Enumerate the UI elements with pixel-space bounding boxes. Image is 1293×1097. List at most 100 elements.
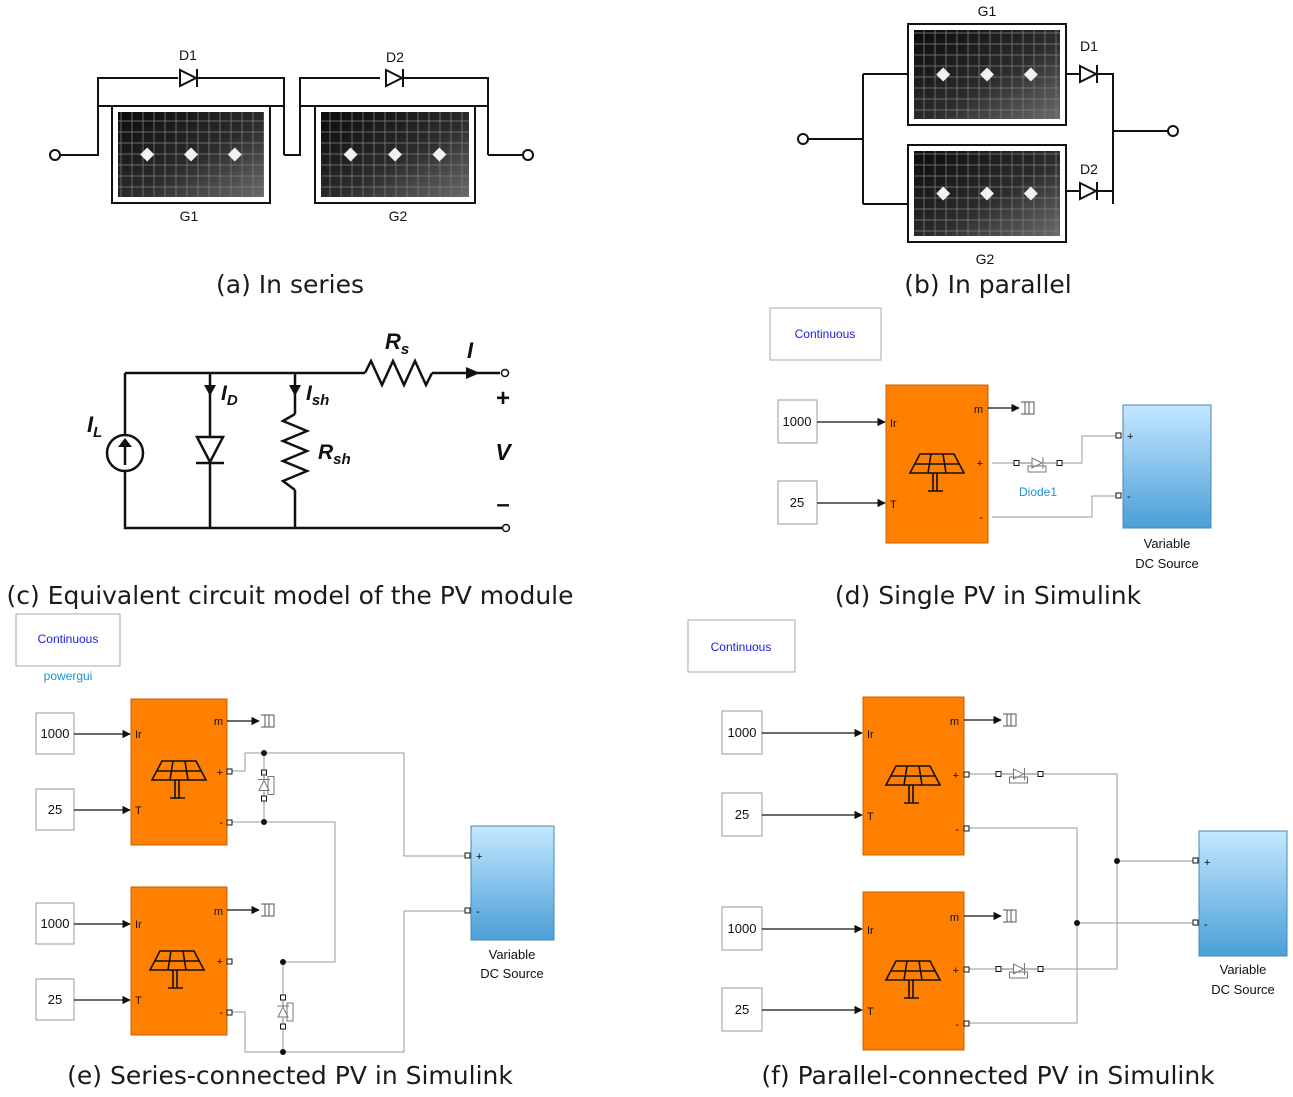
diode-icon <box>385 68 405 88</box>
diode-label: Diode1 <box>1019 485 1057 499</box>
port-t: T <box>867 1006 874 1018</box>
powergui-label: Continuous <box>795 327 856 341</box>
constant-block-temperature[interactable] <box>35 978 75 1021</box>
solar-panel-icon <box>884 960 942 999</box>
caption-a: (a) In series <box>216 270 364 299</box>
source-label-1: Variable <box>489 947 536 962</box>
constant-value-irradiance: 1000 <box>783 414 812 429</box>
solar-panel-icon <box>150 760 208 799</box>
caption-d: (d) Single PV in Simulink <box>835 581 1142 610</box>
diode-icon <box>1013 457 1063 473</box>
variable-dc-source-block[interactable] <box>470 825 555 941</box>
source-label-2: DC Source <box>1135 556 1199 571</box>
variable-dc-source-block[interactable] <box>1122 404 1212 529</box>
terminator-icon <box>1003 909 1017 923</box>
source-label-2: DC Source <box>1211 982 1275 997</box>
constant-block-irradiance[interactable] <box>35 712 75 755</box>
label-rs: Rs <box>385 329 409 358</box>
port-plus: + <box>953 965 959 977</box>
diode-icon <box>1079 64 1099 84</box>
port-plus: + <box>217 767 223 779</box>
terminator-icon <box>1003 713 1017 727</box>
terminal-left <box>49 149 61 161</box>
port-t: T <box>890 499 897 511</box>
source-port-plus: + <box>476 851 482 863</box>
source-port-minus: - <box>1204 919 1208 931</box>
diode-icon <box>1079 181 1099 201</box>
terminal-left <box>797 133 809 145</box>
label-i: I <box>467 338 474 363</box>
label-d1: D1 <box>1080 38 1098 54</box>
constant-block-temperature[interactable] <box>721 792 763 837</box>
label-v: V <box>495 439 512 465</box>
source-port-plus: + <box>1127 431 1133 443</box>
port-ir: Ir <box>867 925 874 937</box>
constant-block-irradiance[interactable] <box>721 710 763 755</box>
port-minus: - <box>219 1007 223 1019</box>
constant-block-irradiance[interactable] <box>35 902 75 945</box>
terminator-icon <box>1021 401 1035 415</box>
constant-block-irradiance[interactable] <box>721 906 763 951</box>
powergui-label: Continuous <box>38 632 99 646</box>
constant-value-temperature: 25 <box>790 495 804 510</box>
panel-b-parallel: G1 D1 D2 G2 (b) In parallel <box>797 3 1179 299</box>
powergui-block[interactable] <box>769 307 882 361</box>
diode-icon <box>277 994 294 1030</box>
constant-block-temperature[interactable] <box>777 480 818 525</box>
source-label-1: Variable <box>1220 962 1267 977</box>
port-minus: - <box>219 817 223 829</box>
label-d1: D1 <box>179 47 197 63</box>
panel-d-single-pv: Continuous 1000 25 Ir T m + - Diode1 + -… <box>769 307 1212 610</box>
powergui-label: Continuous <box>711 640 772 654</box>
solar-panel-icon <box>907 144 1067 243</box>
port-m: m <box>950 716 959 728</box>
solar-panel-icon <box>908 453 966 492</box>
label-g1: G1 <box>180 208 199 224</box>
panel-f-parallel-simulink: Continuous 1000 25 1000 25 Ir T m + - Ir… <box>687 619 1288 1090</box>
constant-value-temperature: 25 <box>735 1002 749 1017</box>
solar-panel-icon <box>907 23 1067 126</box>
panel-a-series: D1 D2 G1 G2 (a) In series <box>49 47 534 299</box>
diode-icon <box>995 963 1044 979</box>
source-port-minus: - <box>476 906 480 918</box>
variable-dc-source-block[interactable] <box>1198 830 1288 957</box>
constant-block-temperature[interactable] <box>35 788 75 831</box>
constant-value-irradiance: 1000 <box>41 916 70 931</box>
constant-value-irradiance: 1000 <box>41 726 70 741</box>
port-m: m <box>974 404 983 416</box>
source-label-2: DC Source <box>480 966 544 981</box>
label-id: ID <box>221 382 238 409</box>
port-minus: - <box>979 512 983 524</box>
diode-icon <box>258 769 275 802</box>
label-plus: + <box>496 385 510 412</box>
port-ir: Ir <box>867 729 874 741</box>
port-ir: Ir <box>135 919 142 931</box>
label-rsh: Rsh <box>318 441 351 468</box>
arrow-i-icon <box>466 367 480 379</box>
arrow-ish-icon <box>289 385 301 396</box>
caption-b: (b) In parallel <box>904 270 1072 299</box>
resistor-icon <box>279 412 311 491</box>
solar-panel-icon <box>111 105 271 204</box>
constant-block-temperature[interactable] <box>721 987 763 1032</box>
solar-panel-icon <box>314 105 476 204</box>
port-t: T <box>135 805 142 817</box>
powergui-block[interactable] <box>687 619 796 673</box>
powergui-block[interactable] <box>15 613 121 667</box>
terminal-plus <box>500 368 510 378</box>
pv-array-block[interactable] <box>130 698 228 846</box>
port-t: T <box>867 811 874 823</box>
terminal-right <box>522 149 534 161</box>
label-g1: G1 <box>978 3 997 19</box>
label-ish: Ish <box>306 382 329 409</box>
terminal-minus <box>501 523 511 533</box>
port-minus: - <box>955 1019 959 1031</box>
port-plus: + <box>217 956 223 968</box>
panel-c-equivalent-circuit: Rs I IL ID Ish Rsh + V – (c) Equivalent … <box>6 329 573 610</box>
terminal-right <box>1167 125 1179 137</box>
terminator-icon <box>261 903 275 917</box>
constant-value-temperature: 25 <box>48 802 62 817</box>
port-t: T <box>135 995 142 1007</box>
caption-e: (e) Series-connected PV in Simulink <box>67 1061 513 1090</box>
